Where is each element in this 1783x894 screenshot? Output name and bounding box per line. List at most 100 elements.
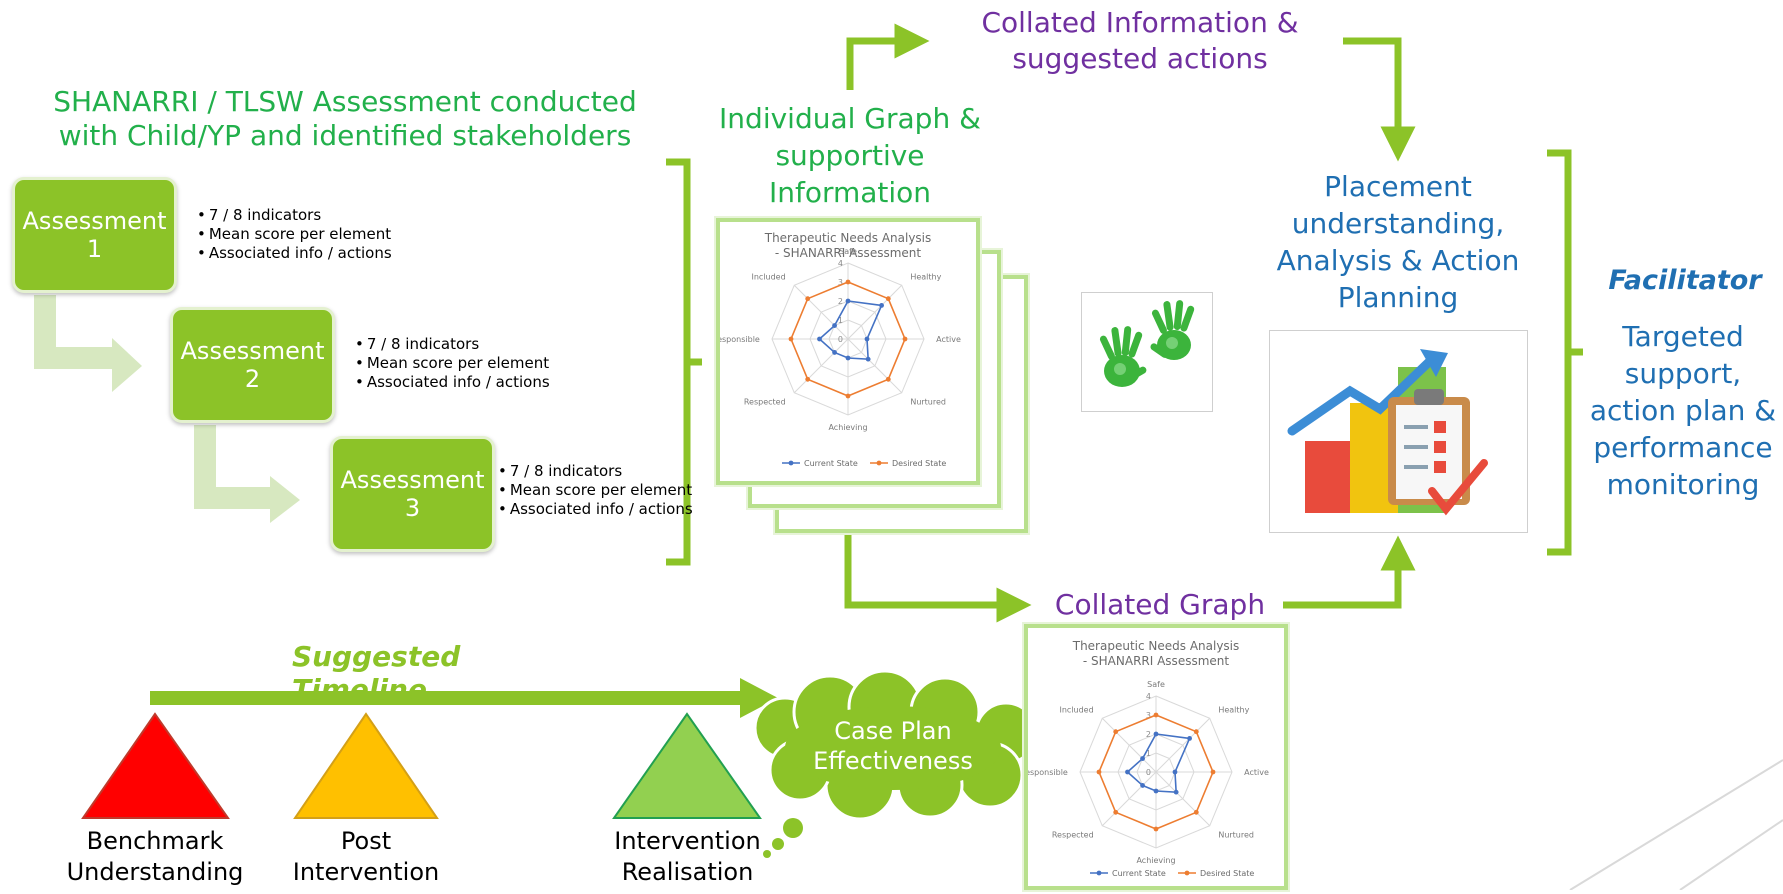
cloud-label-text: Case Plan Effectiveness [813, 717, 973, 775]
cloud-label: Case Plan Effectiveness [798, 716, 988, 776]
grid-spoke [793, 338, 849, 394]
data-point-current-state [1153, 788, 1159, 794]
chart-title: Therapeutic Needs Analysis- SHANARRI Ass… [764, 231, 932, 260]
data-point-current-state [1172, 769, 1178, 775]
data-point-desired-state [1113, 729, 1119, 735]
category-label-safe: Safe [1147, 680, 1165, 689]
arrow-graph-to-placement [1283, 535, 1416, 609]
individual-graph-label-text: Individual Graph & supportive Informatio… [719, 102, 981, 209]
data-point-desired-state [1113, 809, 1119, 815]
thought-cloud [753, 669, 1038, 858]
data-point-current-state [832, 350, 837, 355]
assessment-bullets-3: 7 / 8 indicators Mean score per element … [498, 462, 693, 519]
data-point-current-state [1187, 736, 1192, 741]
collated-info-label: Collated Information & suggested actions [965, 5, 1315, 77]
data-point-current-state [817, 336, 822, 342]
tick-label: 0 [838, 335, 843, 344]
category-label-safe: Safe [839, 247, 857, 256]
data-point-desired-state [1210, 769, 1216, 775]
facilitator-text-body: Targeted support, action plan & performa… [1589, 320, 1777, 501]
series-line-current-state [1126, 733, 1191, 794]
grid-spoke [847, 284, 903, 340]
triangle-green [612, 712, 762, 819]
collated-graph-label: Collated Graph [1040, 587, 1280, 623]
series-line-current-state [818, 300, 883, 361]
category-label-included: Included [1059, 706, 1093, 715]
chart-title-line: - SHANARRI Assessment [775, 246, 921, 260]
data-point-desired-state [845, 393, 851, 399]
data-point-current-state [845, 298, 851, 304]
data-point-desired-state [1153, 826, 1159, 832]
collated-info-label-text: Collated Information & suggested actions [981, 6, 1299, 75]
legend-marker [1184, 870, 1190, 876]
data-point-desired-state [805, 296, 811, 302]
assessment-box-1: Assessment 1 [12, 177, 177, 293]
data-point-desired-state [805, 376, 811, 382]
chart-title-line: Therapeutic Needs Analysis [1072, 639, 1240, 653]
chart-clipboard-icon [1287, 349, 1488, 516]
tick-label: 4 [1146, 692, 1151, 701]
tick-label: 1 [838, 316, 843, 325]
assessment-box-2: Assessment 2 [170, 307, 335, 423]
grid-spoke [793, 284, 849, 340]
individual-radar-chart-card: Therapeutic Needs Analysis- SHANARRI Ass… [712, 218, 980, 485]
chart-title-line: Therapeutic Needs Analysis [764, 231, 932, 245]
collated-radar-chart-card: Therapeutic Needs Analysis- SHANARRI Ass… [1020, 624, 1288, 890]
category-label-respected: Respected [1052, 830, 1094, 839]
placement-label: Placement understanding, Analysis & Acti… [1262, 168, 1534, 316]
assessment-box-label: Assessment 2 [180, 337, 325, 393]
stage-label-text: Benchmark Understanding [66, 827, 244, 886]
stage-label-post: Post Intervention [266, 826, 466, 888]
data-point-desired-state [1096, 769, 1102, 775]
timeline-title: Suggested Timeline [292, 640, 592, 706]
assessment-bullets-2: 7 / 8 indicators Mean score per element … [355, 335, 550, 392]
legend-marker [1096, 870, 1102, 876]
timeline-arrowhead [740, 678, 778, 718]
data-point-current-state [865, 356, 871, 362]
data-point-current-state [1140, 783, 1145, 788]
grid-spoke [1155, 717, 1211, 773]
data-point-current-state [1125, 769, 1130, 775]
elbow-arrow-2 [194, 425, 275, 509]
category-label-achieving: Achieving [828, 423, 867, 432]
assessment-header: SHANARRI / TLSW Assessment conducted wit… [45, 85, 645, 153]
data-point-current-state [864, 336, 870, 342]
stage-label-realisation: Intervention Realisation [590, 826, 785, 888]
stage-label-text: Intervention Realisation [614, 827, 761, 886]
individual-radar-chart: Therapeutic Needs Analysis- SHANARRI Ass… [712, 231, 961, 468]
data-point-desired-state [845, 279, 851, 285]
data-point-current-state [1140, 756, 1145, 761]
bullet-item: Mean score per element [355, 354, 550, 373]
tick-label: 1 [1146, 749, 1151, 758]
legend-label-current-state: Current State [1112, 869, 1166, 878]
category-label-responsible: Responsible [1028, 768, 1068, 777]
left-bracket [666, 158, 702, 566]
tick-label: 0 [1146, 768, 1151, 777]
bullet-item: 7 / 8 indicators [355, 335, 550, 354]
tick-label: 3 [838, 278, 843, 287]
assessment-box-label: Assessment 3 [340, 466, 485, 522]
bullet-item: Associated info / actions [355, 373, 550, 392]
data-point-current-state [1173, 789, 1179, 795]
category-label-responsible: Responsible [720, 335, 760, 344]
elbow-arrowhead-1 [112, 338, 142, 392]
data-point-desired-state [885, 376, 891, 382]
assessment-header-text: SHANARRI / TLSW Assessment conducted wit… [53, 85, 637, 152]
facilitator-title-text: Facilitator [1608, 265, 1762, 296]
arrow-to-collated-info [846, 23, 930, 90]
category-label-healthy: Healthy [910, 273, 941, 282]
legend-label-current-state: Current State [804, 459, 858, 468]
grid-spoke [847, 338, 903, 394]
triangle-amber [293, 712, 439, 819]
chart-title: Therapeutic Needs Analysis- SHANARRI Ass… [1072, 639, 1240, 668]
stage-label-benchmark: Benchmark Understanding [55, 826, 255, 888]
assessment-bullets-1: 7 / 8 indicators Mean score per element … [197, 206, 392, 263]
data-point-current-state [1153, 731, 1159, 737]
bullet-item: Mean score per element [197, 225, 392, 244]
elbow-arrowhead-2 [270, 476, 300, 523]
collated-graph-label-text: Collated Graph [1054, 588, 1266, 621]
corner-decoration [1569, 759, 1783, 890]
bullet-item: Associated info / actions [498, 500, 693, 519]
handprint-icon [1099, 300, 1195, 387]
